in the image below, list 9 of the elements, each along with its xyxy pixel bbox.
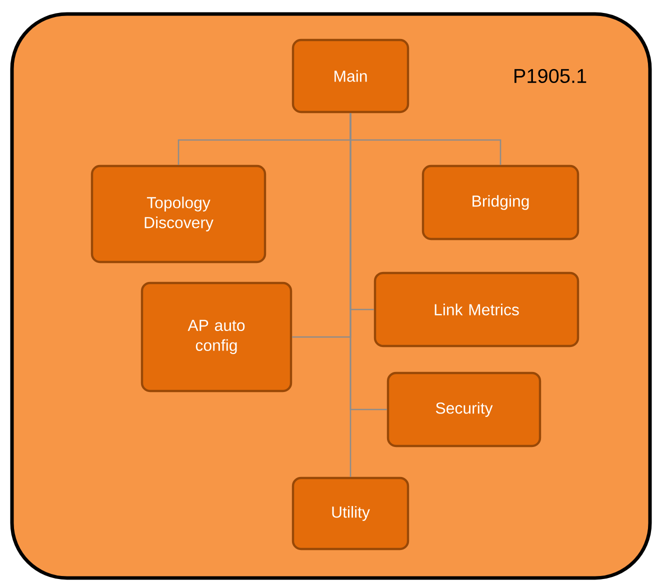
module-box: AP auto config xyxy=(140,282,292,392)
module-box: Security xyxy=(386,372,542,448)
module-box: Topology Discovery xyxy=(90,164,266,264)
panel-title: P1905.1 xyxy=(514,68,586,84)
connector-line xyxy=(350,113,352,477)
module-box: Utility xyxy=(292,476,410,550)
module-box: Main xyxy=(292,38,410,114)
module-box: Bridging xyxy=(422,164,580,240)
module-box: Link Metrics xyxy=(374,272,580,348)
